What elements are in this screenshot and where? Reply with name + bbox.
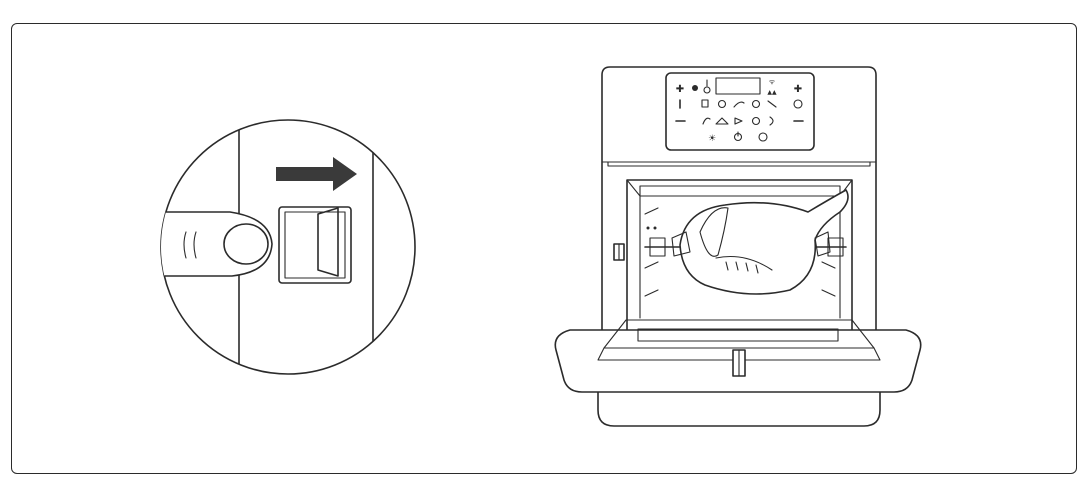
preset-icon-6: [702, 117, 711, 125]
preset-icon-7: [715, 117, 729, 125]
clock-icon: [793, 99, 803, 109]
rotisserie-chicken-icon: [671, 189, 849, 295]
rack-rails-left: [644, 207, 659, 297]
preset-icon-4: [751, 99, 761, 109]
timer-icon: [703, 86, 711, 94]
diagram-frame: [11, 23, 1077, 474]
door-latch-icon: [278, 206, 352, 284]
oven-base: [597, 384, 881, 427]
preset-icon-3: [733, 101, 745, 108]
preset-icon-8: [734, 117, 743, 125]
preset-icon-5: [767, 100, 777, 108]
slide-direction-arrow: [276, 157, 357, 191]
control-panel-icon: ✚ ᯤ ▲▲ ✚ ☀: [665, 72, 815, 151]
display-screen: [715, 77, 761, 95]
preset-icon-10: [769, 116, 774, 126]
lamp-icon: ☀: [708, 134, 716, 144]
plus-icon: ✚: [676, 84, 684, 95]
preset-icon-2: [717, 99, 727, 109]
rotate-icon: [758, 132, 768, 142]
air-fryer-oven-icon: ✚ ᯤ ▲▲ ✚ ☀: [554, 66, 922, 427]
plus-icon-right: ✚: [794, 84, 802, 95]
light-icon: [692, 85, 698, 91]
preset-icon-9: [751, 116, 761, 126]
wifi-icon: ᯤ: [769, 78, 776, 86]
preset-icon-1: [701, 99, 709, 108]
finger-press-icon: [161, 211, 273, 277]
zoom-detail: [160, 119, 416, 375]
mode-icon: ▲▲: [767, 89, 777, 96]
